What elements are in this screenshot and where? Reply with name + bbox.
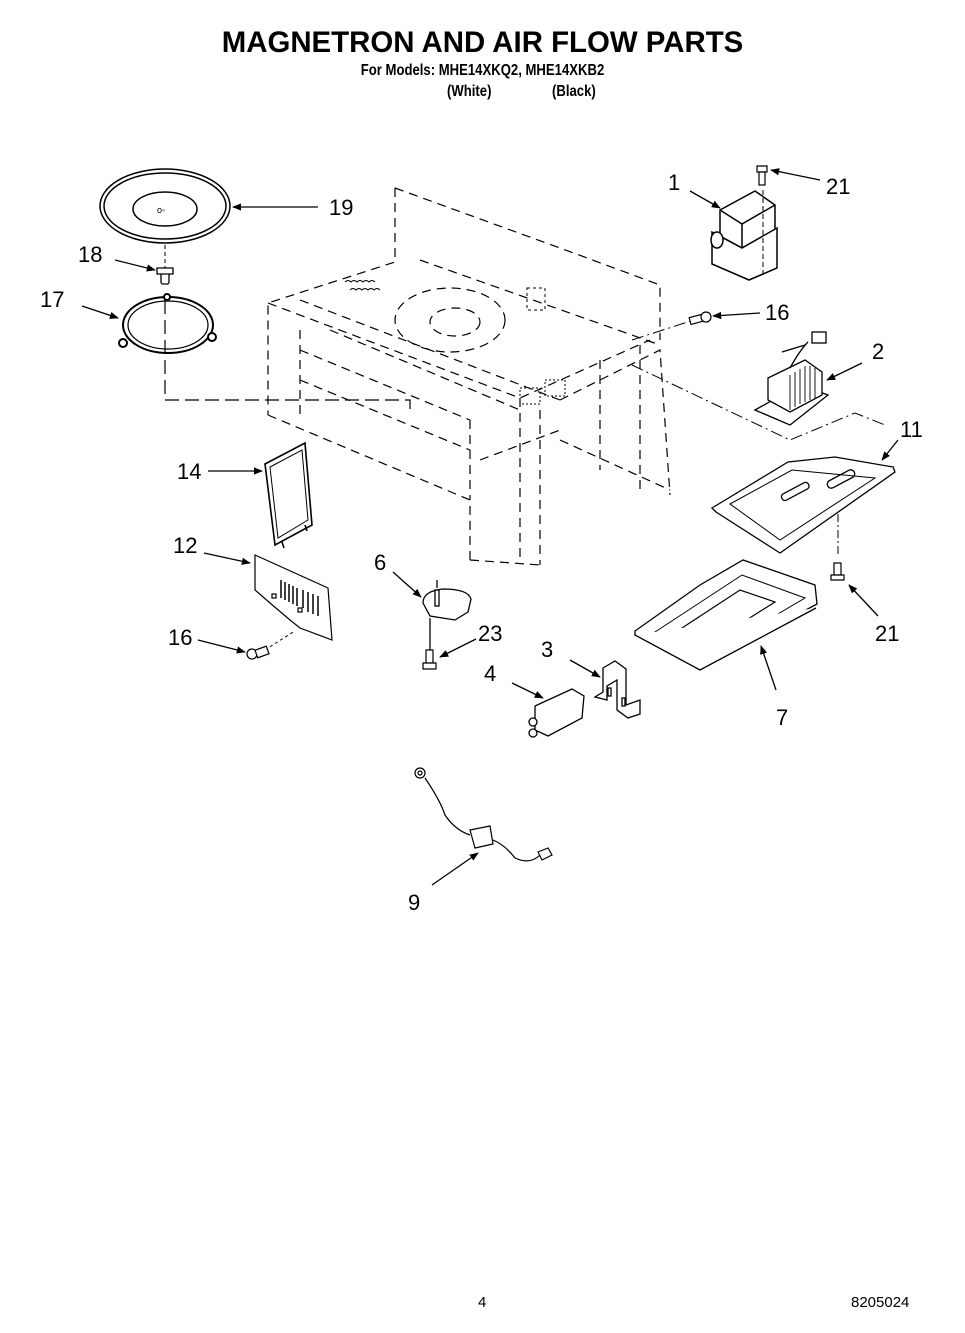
base-plate <box>710 456 896 554</box>
callout-16-left: 16 <box>168 625 192 650</box>
cabinet-vents <box>344 280 566 405</box>
callout-9: 9 <box>408 890 420 915</box>
callout-14: 14 <box>177 459 201 484</box>
turntable-motor <box>422 580 472 652</box>
callout-17: 17 <box>40 287 64 312</box>
capacitor-bracket <box>593 660 641 719</box>
page-number: 4 <box>478 1294 487 1311</box>
cabinet-outline <box>267 187 671 566</box>
callout-7: 7 <box>776 705 788 730</box>
callout-21-bottom: 21 <box>875 621 899 646</box>
callout-18: 18 <box>78 242 102 267</box>
color-white-label: (White) <box>447 83 492 100</box>
screw-16-right <box>688 311 712 326</box>
magnetron <box>710 190 778 281</box>
page-title: MAGNETRON AND AIR FLOW PARTS <box>221 26 744 59</box>
screw-21-bottom <box>830 562 845 581</box>
screw-16-left <box>246 645 270 660</box>
leader-arrows <box>81 168 899 886</box>
color-black-label: (Black) <box>552 83 596 100</box>
callout-4: 4 <box>484 661 496 686</box>
callout-labels: 1 2 3 4 6 7 9 11 12 14 16 16 17 18 19 21… <box>40 170 923 915</box>
screw-23 <box>422 649 437 670</box>
high-voltage-capacitor <box>528 688 585 738</box>
models-line: For Models: MHE14XKQ2, MHE14XKB2 <box>360 62 605 79</box>
document-number: 8205024 <box>851 1294 910 1311</box>
alignment-line-turntable <box>164 300 411 410</box>
callout-1: 1 <box>668 170 680 195</box>
roller-ring <box>118 293 217 354</box>
high-voltage-diode <box>414 767 553 862</box>
callout-3: 3 <box>541 637 553 662</box>
coupler <box>156 267 174 285</box>
callout-6: 6 <box>374 550 386 575</box>
screw-21-top <box>756 165 768 186</box>
callout-11: 11 <box>900 417 923 442</box>
glass-tray: o◦ <box>99 168 231 244</box>
alignment-line-base <box>631 317 886 441</box>
air-guide <box>254 554 333 641</box>
high-voltage-transformer <box>753 331 830 426</box>
callout-12: 12 <box>173 533 197 558</box>
callout-2: 2 <box>872 339 884 364</box>
callout-21-top: 21 <box>826 174 850 199</box>
callout-16-right: 16 <box>765 300 789 325</box>
bottom-plate <box>634 559 818 671</box>
waveguide-cover-frame <box>264 441 313 549</box>
callout-19: 19 <box>329 195 353 220</box>
callout-23: 23 <box>478 621 502 646</box>
svg-text:o◦: o◦ <box>157 205 165 215</box>
alignment-line-air-guide-screw <box>264 631 294 651</box>
